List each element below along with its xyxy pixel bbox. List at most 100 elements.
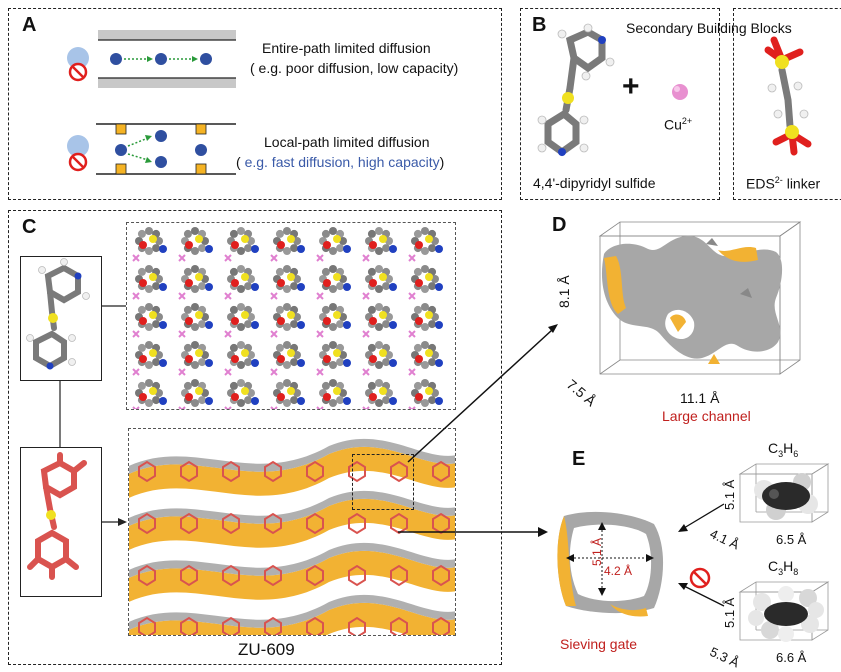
nitrogen-atom (297, 359, 305, 367)
plus-sign: + (622, 70, 640, 103)
panel-b-linker (733, 8, 841, 200)
lattice-atom (198, 358, 207, 367)
lattice-atom (367, 381, 376, 390)
lattice-atom (421, 379, 429, 387)
nitrogen-atom (159, 397, 167, 405)
oxygen-atom (277, 393, 285, 401)
oxygen-atom (323, 393, 331, 401)
ligand-ring (432, 460, 450, 483)
large-channel-model (598, 221, 802, 375)
sulfur-atom (287, 235, 295, 243)
lattice-atom (229, 229, 238, 238)
copper-node (316, 330, 324, 338)
lattice-atom (283, 361, 291, 369)
lattice-atom (413, 343, 422, 352)
copper-node (132, 254, 140, 262)
panel-c (8, 210, 502, 665)
nitrogen-atom (297, 245, 305, 253)
lattice-atom (329, 323, 337, 331)
lattice-atom (283, 341, 291, 349)
lattice-atom (283, 247, 291, 255)
sulfur-atom (195, 349, 203, 357)
ligand-ring (264, 460, 282, 483)
lattice-atom (421, 227, 429, 235)
lattice-atom (382, 244, 391, 253)
propane-dim-w: 6.6 Å (776, 650, 807, 665)
nitrogen-atom (343, 321, 351, 329)
sulfur-atom (241, 311, 249, 319)
lattice-atom (145, 303, 153, 311)
lattice-atom (329, 247, 337, 255)
lattice-atom (336, 358, 345, 367)
copper-node (408, 330, 416, 338)
pore-channel (129, 602, 455, 635)
ligand-ring (432, 564, 450, 587)
lattice-atom (375, 303, 383, 311)
nitrogen-atom (251, 321, 259, 329)
oxygen-atom (185, 393, 193, 401)
lattice-atom (290, 320, 299, 329)
lattice-atom (152, 244, 161, 253)
dipyridyl-sulfide-structure (537, 23, 615, 157)
ligand-ring (138, 460, 156, 483)
lattice-atom (329, 285, 337, 293)
oxygen-atom (139, 279, 147, 287)
lattice-atom (244, 244, 253, 253)
nitrogen-atom (297, 397, 305, 405)
local-path-title: Local-path limited diffusion (264, 134, 430, 150)
lattice-atom (137, 305, 146, 314)
lattice-atom (275, 305, 284, 314)
oxygen-atom (139, 241, 147, 249)
copper-node (178, 406, 186, 409)
sulfur-atom (287, 273, 295, 281)
sulfur-atom (425, 235, 433, 243)
copper-node (362, 254, 370, 262)
lattice-atom (283, 303, 291, 311)
nitrogen-atom (435, 283, 443, 291)
oxygen-atom (369, 393, 377, 401)
lattice-atom (183, 267, 192, 276)
oxygen-atom (323, 317, 331, 325)
nitrogen-atom (435, 245, 443, 253)
lattice-atom (191, 399, 199, 407)
lattice-atom (229, 267, 238, 276)
lattice-atom (191, 323, 199, 331)
ligand-ring (222, 512, 240, 535)
lattice-atom (336, 320, 345, 329)
lattice-atom (329, 399, 337, 407)
lattice-atom (137, 229, 146, 238)
entire-path-title: Entire-path limited diffusion (262, 40, 431, 56)
sulfur-atom (425, 273, 433, 281)
channel-wall-top (98, 30, 236, 40)
lattice-atom (275, 229, 284, 238)
lattice-atom (375, 399, 383, 407)
lattice-atom (321, 267, 330, 276)
oxygen-atom (185, 317, 193, 325)
lattice-atom (321, 343, 330, 352)
ligand-ring (390, 460, 408, 483)
panel-e-label: E (572, 448, 586, 470)
channel-wall-bottom (98, 78, 236, 88)
lattice-atom (290, 396, 299, 405)
oxygen-atom (323, 241, 331, 249)
gas-molecule-icon (67, 47, 89, 69)
copper-node (270, 406, 278, 409)
lattice-atom (244, 358, 253, 367)
lattice-atom (198, 282, 207, 291)
lattice-atom (428, 244, 437, 253)
lattice-atom (198, 320, 207, 329)
nitrogen-atom (159, 359, 167, 367)
oxygen-atom (231, 355, 239, 363)
copper-node (224, 330, 232, 338)
copper-node (362, 406, 370, 409)
nitrogen-atom (343, 359, 351, 367)
nitrogen-atom (343, 245, 351, 253)
lattice-atom (152, 282, 161, 291)
ligand-ring (180, 616, 198, 635)
lattice-atom (191, 247, 199, 255)
oxygen-atom (323, 355, 331, 363)
copper-node (224, 254, 232, 262)
ligand-grey-structure (26, 258, 90, 370)
lattice-atom (329, 379, 337, 387)
